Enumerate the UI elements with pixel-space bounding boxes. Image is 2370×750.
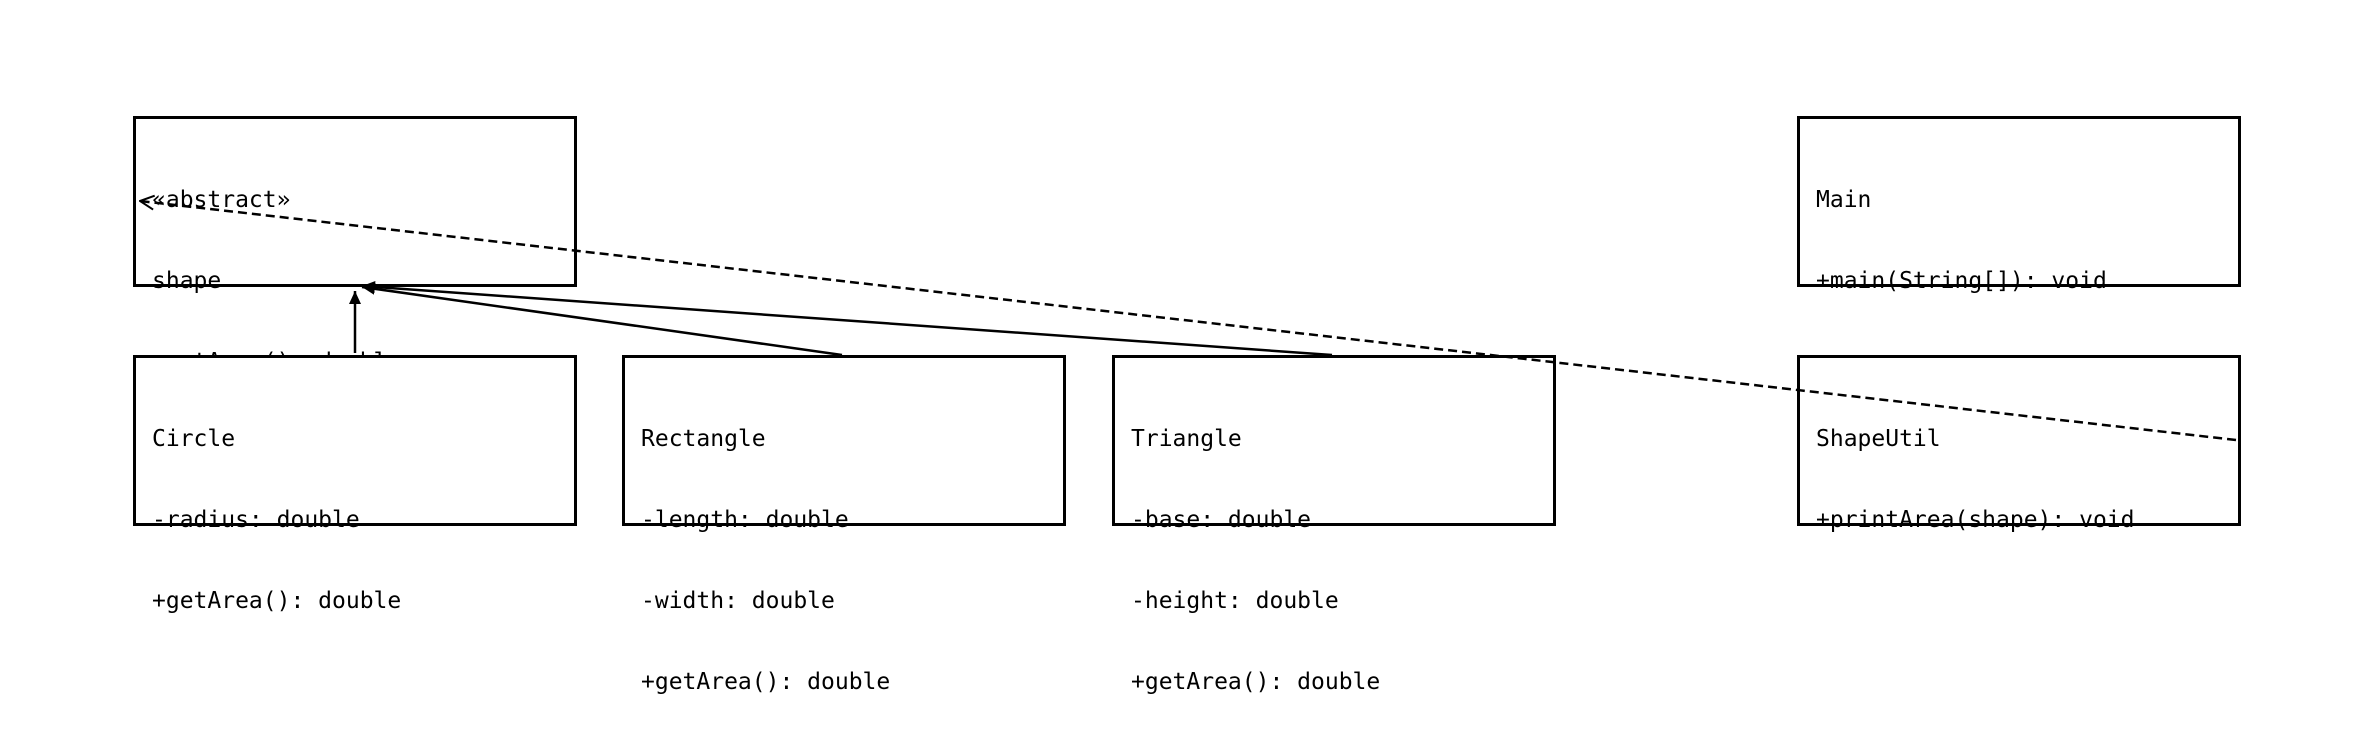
class-box-shape[interactable]: «abstract» shape +getArea(): double [133, 116, 577, 375]
class-stereotype: «abstract» [152, 187, 291, 213]
class-box-circle[interactable]: Circle -radius: double +getArea(): doubl… [133, 355, 577, 614]
class-name: Circle [152, 426, 236, 452]
class-method: +getArea(): double [1131, 669, 1381, 695]
class-method: +printArea(shape): void [1816, 507, 2135, 533]
class-attribute: -width: double [641, 588, 835, 614]
class-box-triangle[interactable]: Triangle -base: double -height: double +… [1112, 355, 1556, 695]
class-attribute: -height: double [1131, 588, 1339, 614]
class-attribute: -base: double [1131, 507, 1312, 533]
class-method: +getArea(): double [152, 588, 402, 614]
class-method: +main(String[]): void [1816, 268, 2107, 294]
class-name: ShapeUtil [1816, 426, 1941, 452]
class-box-main[interactable]: Main +main(String[]): void [1797, 116, 2241, 294]
class-name: shape [152, 268, 222, 294]
class-name: Triangle [1131, 426, 1242, 452]
class-attribute: -length: double [641, 507, 849, 533]
class-method: +getArea(): double [641, 669, 891, 695]
class-box-shapeutil[interactable]: ShapeUtil +printArea(shape): void [1797, 355, 2241, 533]
class-name: Main [1816, 187, 1872, 213]
class-box-rectangle[interactable]: Rectangle -length: double -width: double… [622, 355, 1066, 695]
class-attribute: -radius: double [152, 507, 360, 533]
class-name: Rectangle [641, 426, 766, 452]
